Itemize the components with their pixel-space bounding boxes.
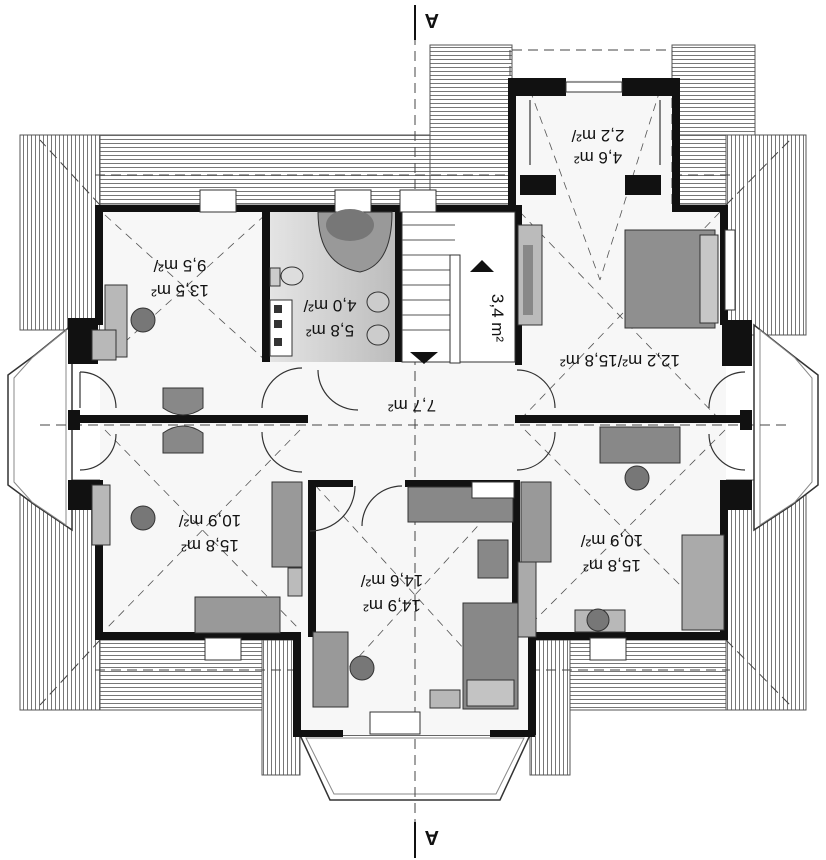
bedroom-sw-area-top: 10,9 m²/ bbox=[179, 511, 242, 530]
bedroom-sw-area-bottom: 15,8 m² bbox=[181, 536, 239, 555]
section-label-bottom: A bbox=[425, 826, 439, 848]
furniture bbox=[91, 229, 725, 710]
bay-windows bbox=[7, 323, 819, 801]
staircase bbox=[401, 211, 543, 364]
hall-area: 7,7 m² bbox=[388, 396, 437, 415]
section-marker-top: A bbox=[414, 5, 439, 40]
windows bbox=[199, 81, 736, 735]
bathroom-area-top: 4,0 m²/ bbox=[303, 296, 356, 315]
roof-shingles bbox=[19, 44, 807, 776]
section-marker-bottom: A bbox=[414, 822, 439, 858]
section-label-top: A bbox=[425, 9, 439, 31]
bedroom-se-area-bottom: 15,8 m² bbox=[583, 556, 641, 575]
room-labels: 2,2 m²/ 4,6 m² 9,5 m²/ 13,5 m² 4,0 m²/ 5… bbox=[151, 126, 680, 615]
bathroom-fixtures bbox=[269, 209, 393, 357]
bedroom-nw-area-bottom: 13,5 m² bbox=[151, 281, 209, 300]
dressing-area-bottom: 4,6 m² bbox=[574, 148, 623, 167]
roof-dash-lines bbox=[39, 35, 791, 830]
doors bbox=[79, 100, 746, 532]
bedroom-se-area-top: 10,9 m²/ bbox=[581, 531, 644, 550]
dressing-area-top: 2,2 m²/ bbox=[571, 126, 624, 145]
bedroom-s-area-bottom: 14,9 m² bbox=[363, 596, 421, 615]
stair-area: 3,4 m² bbox=[488, 294, 507, 343]
bathroom-area-bottom: 5,8 m² bbox=[306, 321, 355, 340]
bedroom-nw-area-top: 9,5 m²/ bbox=[153, 256, 206, 275]
bedroom-s-area-top: 14,6 m²/ bbox=[361, 571, 424, 590]
bedroom-ne-area: 12,2 m²/15,8 m² bbox=[560, 351, 680, 370]
